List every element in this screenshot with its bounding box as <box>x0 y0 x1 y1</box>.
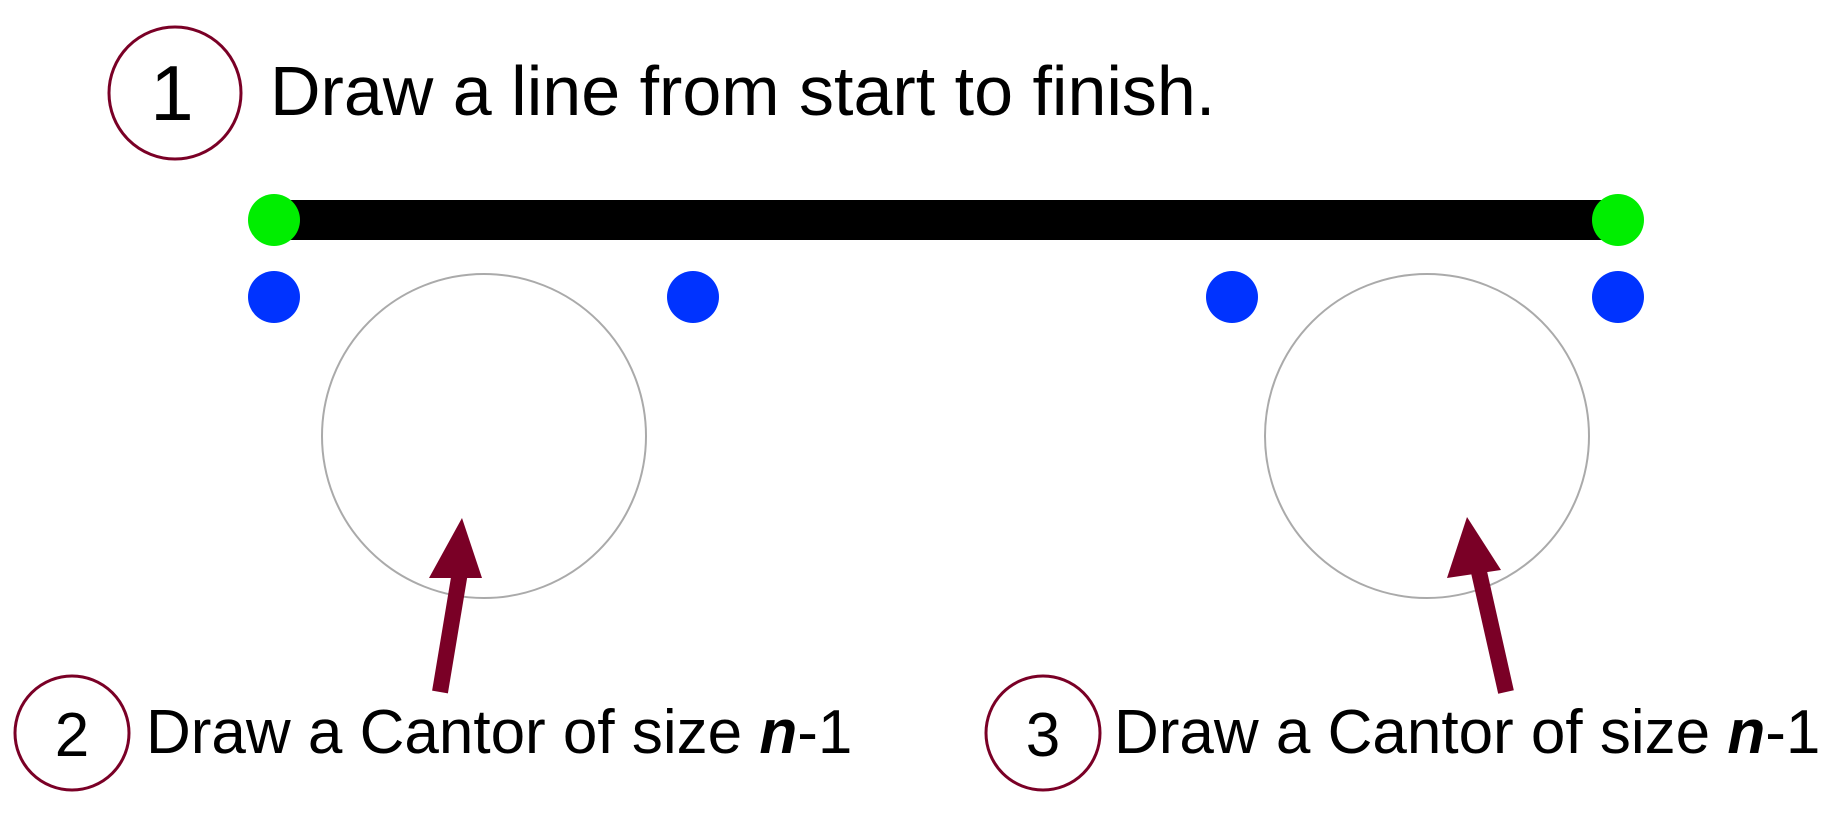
left-end-point <box>667 271 719 323</box>
step-2-badge <box>13 674 131 792</box>
step-1-text: Draw a line from start to finish. <box>270 52 1215 130</box>
finish-point <box>1592 194 1644 246</box>
right-recursive-placeholder <box>1264 273 1590 599</box>
left-arrow <box>429 518 482 694</box>
subdivision-points <box>248 271 1644 323</box>
step-2: 2 Draw a Cantor of size n-1 <box>13 674 852 792</box>
step-3-number: 3 <box>1026 701 1060 770</box>
right-arrow <box>1447 517 1514 694</box>
main-line-group <box>248 194 1644 246</box>
start-point <box>248 194 300 246</box>
step-2-text: Draw a Cantor of size n-1 <box>146 698 852 767</box>
step-1-number: 1 <box>150 49 193 137</box>
right-start-point <box>1206 271 1258 323</box>
step-3-badge <box>984 674 1102 792</box>
step-2-number: 2 <box>55 701 89 770</box>
step-3: 3 Draw a Cantor of size n-1 <box>984 674 1820 792</box>
left-recursive-placeholder <box>321 273 647 599</box>
left-start-point <box>248 271 300 323</box>
right-end-point <box>1592 271 1644 323</box>
step-1: 1 Draw a line from start to finish. <box>107 25 1215 161</box>
step-3-text: Draw a Cantor of size n-1 <box>1114 698 1820 767</box>
step-1-badge <box>107 25 243 161</box>
